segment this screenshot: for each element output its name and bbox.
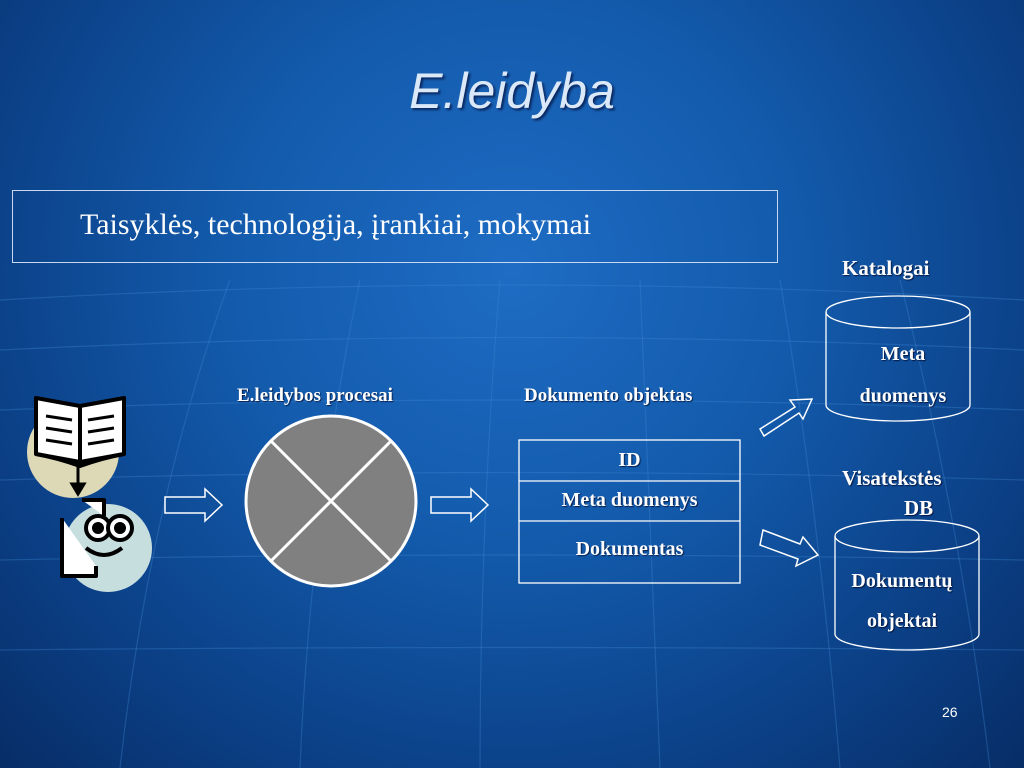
catalogs-line1: Meta — [880, 343, 926, 365]
down-arrow-icon — [69, 466, 87, 497]
fulltext-db-label-line1: Visatekstės — [842, 466, 942, 490]
down-right-arrow-icon — [759, 528, 820, 568]
catalogs-label: Katalogai — [842, 256, 930, 280]
open-book-icon — [34, 396, 126, 468]
document-row-document: Dokumentas — [575, 538, 684, 560]
fulltext-db-line1: Dokumentų — [851, 570, 953, 592]
fulltext-db-line2: objektai — [867, 610, 937, 632]
rules-text: Taisyklės, technologija, įrankiai, mokym… — [80, 208, 592, 241]
fulltext-db-label-line2: DB — [904, 496, 934, 520]
reader-person-icon — [60, 498, 134, 578]
rules-box — [12, 190, 778, 263]
up-right-arrow-icon — [758, 398, 814, 438]
document-object-label: Dokumento objektas — [524, 385, 693, 406]
database-cylinder-icon — [825, 295, 971, 422]
page-number: 26 — [942, 704, 958, 720]
catalogs-line2: duomenys — [859, 385, 947, 407]
document-row-id: ID — [618, 449, 641, 471]
document-object-table — [518, 439, 741, 584]
right-arrow-icon — [430, 487, 490, 523]
database-cylinder-icon — [834, 519, 980, 651]
document-row-meta: Meta duomenys — [561, 489, 698, 511]
process-circle-icon — [244, 414, 418, 588]
right-arrow-icon — [164, 487, 224, 523]
reader-illustration — [27, 396, 152, 592]
slide-title: E.leidyba — [409, 63, 615, 119]
process-label: E.leidybos procesai — [237, 385, 393, 406]
